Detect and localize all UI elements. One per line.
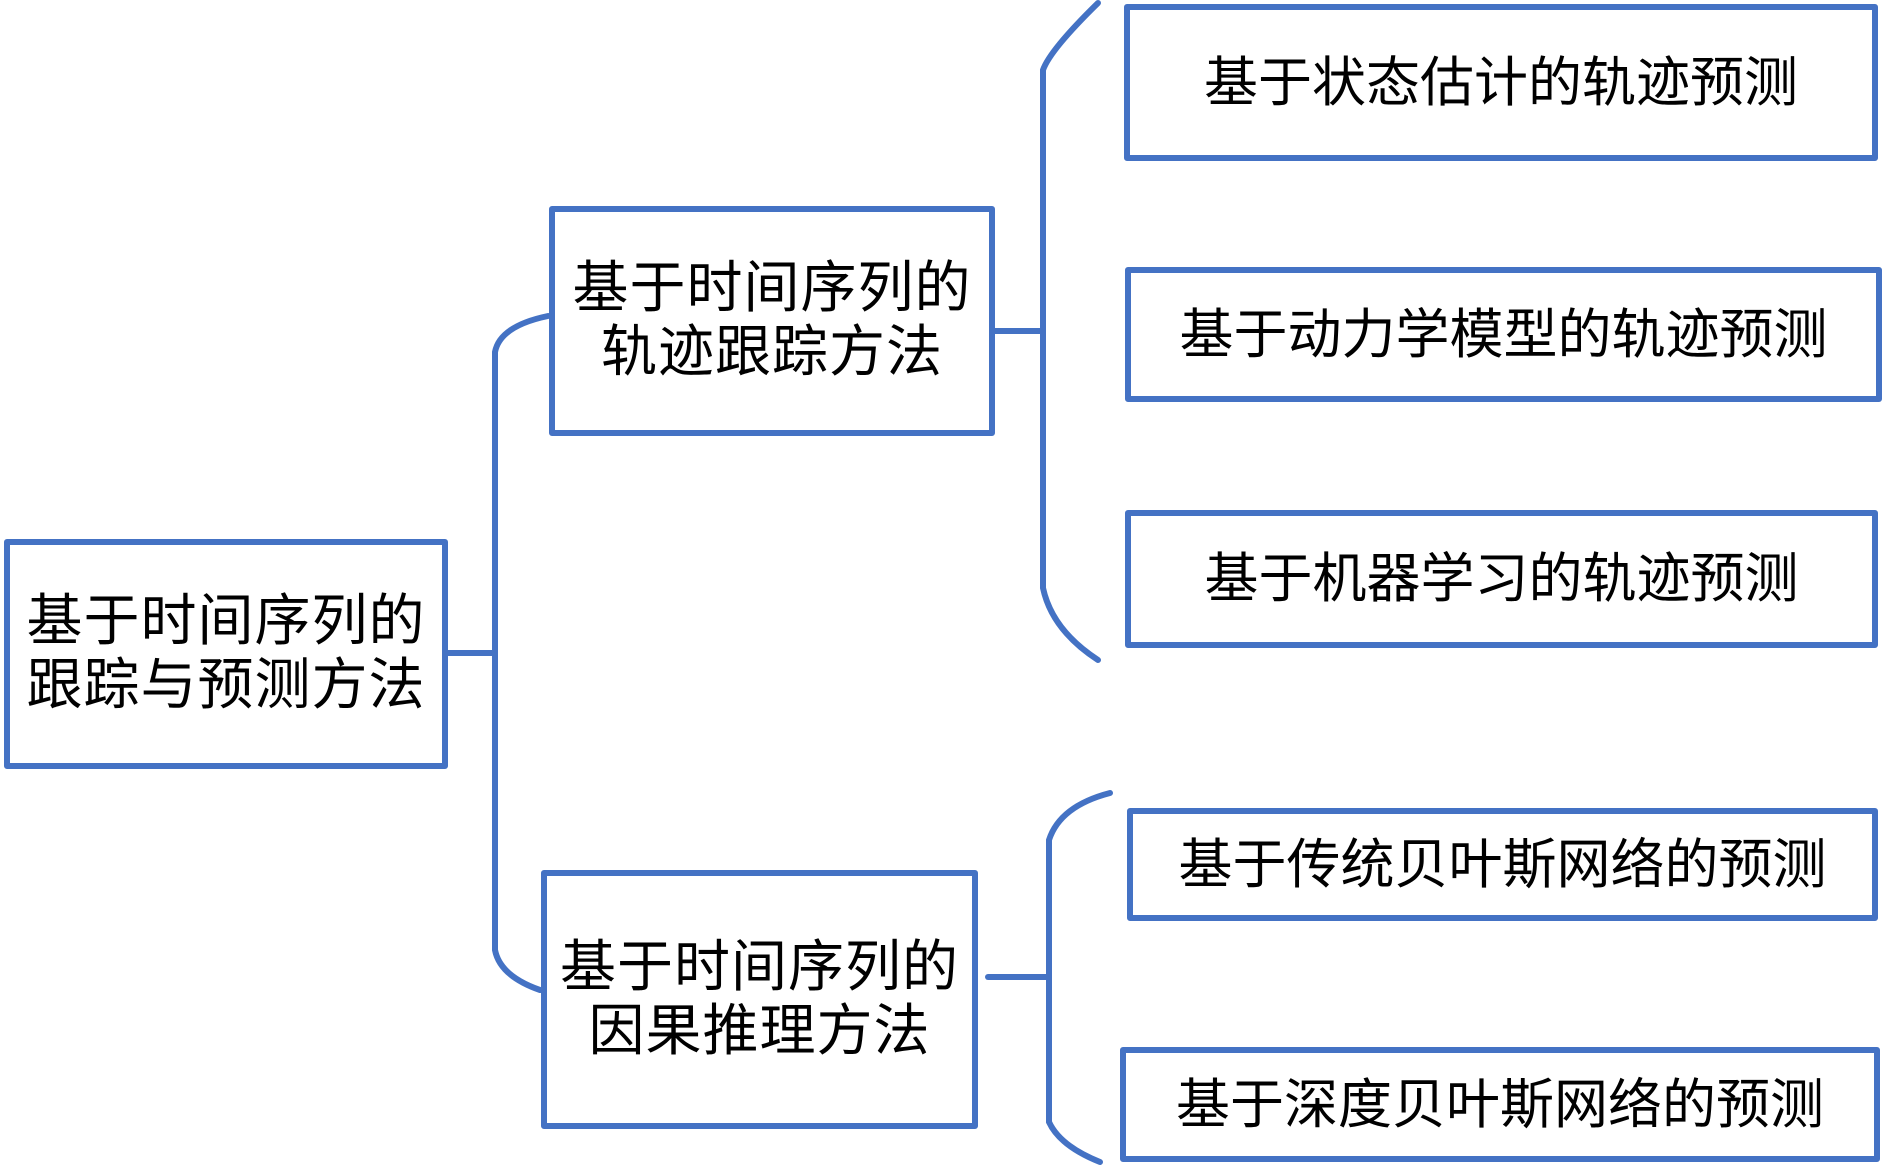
leaf-dynamics-model: 基于动力学模型的轨迹预测 bbox=[1125, 267, 1882, 402]
leaf-label: 基于状态估计的轨迹预测 bbox=[1204, 50, 1798, 114]
bracket-tracking bbox=[1040, 0, 1101, 663]
tracking-method-line1: 基于时间序列的 bbox=[572, 256, 972, 321]
root-node: 基于时间序列的 跟踪与预测方法 bbox=[4, 539, 448, 769]
leaf-traditional-bayesian: 基于传统贝叶斯网络的预测 bbox=[1127, 808, 1878, 921]
root-node-line2: 跟踪与预测方法 bbox=[26, 653, 426, 718]
bracket-causal bbox=[1046, 790, 1113, 1165]
tracking-method-node: 基于时间序列的 轨迹跟踪方法 bbox=[549, 206, 995, 436]
causal-method-line2: 因果推理方法 bbox=[588, 998, 931, 1064]
causal-method-node: 基于时间序列的 因果推理方法 bbox=[541, 870, 978, 1129]
bracket-main bbox=[492, 313, 551, 993]
leaf-deep-bayesian: 基于深度贝叶斯网络的预测 bbox=[1120, 1047, 1880, 1162]
leaf-label: 基于传统贝叶斯网络的预测 bbox=[1178, 832, 1827, 896]
leaf-machine-learning: 基于机器学习的轨迹预测 bbox=[1125, 510, 1878, 648]
leaf-label: 基于深度贝叶斯网络的预测 bbox=[1176, 1072, 1824, 1136]
leaf-label: 基于动力学模型的轨迹预测 bbox=[1179, 302, 1828, 366]
leaf-label: 基于机器学习的轨迹预测 bbox=[1204, 547, 1799, 610]
leaf-state-estimation: 基于状态估计的轨迹预测 bbox=[1124, 4, 1878, 161]
root-node-line1: 基于时间序列的 bbox=[26, 589, 426, 654]
tracking-method-line2: 轨迹跟踪方法 bbox=[601, 320, 943, 385]
causal-method-line1: 基于时间序列的 bbox=[560, 934, 959, 1000]
